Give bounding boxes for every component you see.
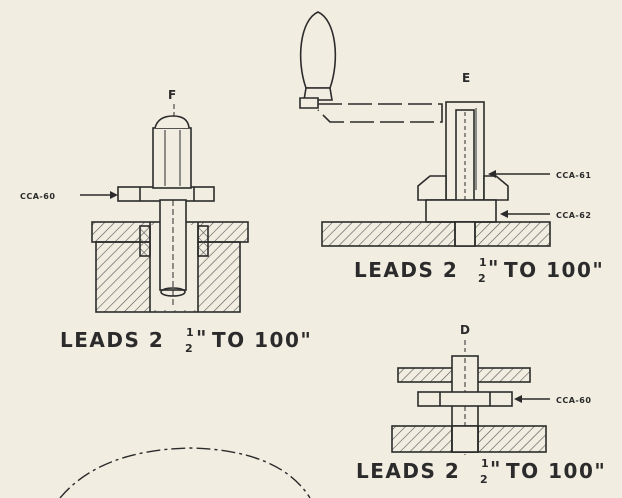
view-d-leads-frac-bottom: 2 [480,473,488,486]
view-f-leads: LEADS 2 2 " TO 100" [60,326,312,355]
view-e-crank-arm [317,103,443,123]
view-d: D CCA-60 [391,323,591,455]
view-f-shaft [152,127,192,189]
view-f: F CCA-60 [20,88,249,313]
view-e-leads-frac-top: 1 [479,256,487,269]
view-e-leads: LEADS 2 2 " TO 100" [354,256,604,285]
view-d-collar [417,391,513,407]
view-f-label: F [168,88,176,102]
view-e-part-label-61: CCA-61 [556,171,591,180]
view-f-part-label: CCA-60 [20,192,55,201]
view-d-label: D [460,323,470,337]
view-e-leads-frac-bottom: 2 [478,272,486,285]
view-e-label: E [462,71,470,85]
view-f-leads-frac-top: 1 [186,326,194,339]
view-d-leads-suffix: TO 100" [506,459,606,483]
view-e-baseplate [321,221,551,247]
view-f-leads-prefix: LEADS 2 [60,328,164,352]
view-e-part-label-62: CCA-62 [556,211,591,220]
view-d-leads: LEADS 2 2 " TO 100" [356,457,606,486]
view-f-leads-suffix: TO 100" [212,328,312,352]
view-f-collar [117,186,215,202]
view-d-leads-prefix: LEADS 2 [356,459,460,483]
view-f-leads-frac-bottom: 2 [185,342,193,355]
view-e-crank-handle [299,11,337,89]
view-e: E CCA-61 CCA-62 [299,11,591,247]
view-d-part-label: CCA-60 [556,396,591,405]
view-e-leads-prefix: LEADS 2 [354,258,458,282]
view-f-leads-quote: " [196,326,208,350]
view-e-leads-suffix: TO 100" [504,258,604,282]
view-e-flange [417,175,447,201]
view-d-leads-quote: " [490,457,502,481]
view-e-leads-quote: " [488,256,500,280]
partial-circle-outline [59,447,311,498]
view-d-leads-frac-top: 1 [481,457,489,470]
